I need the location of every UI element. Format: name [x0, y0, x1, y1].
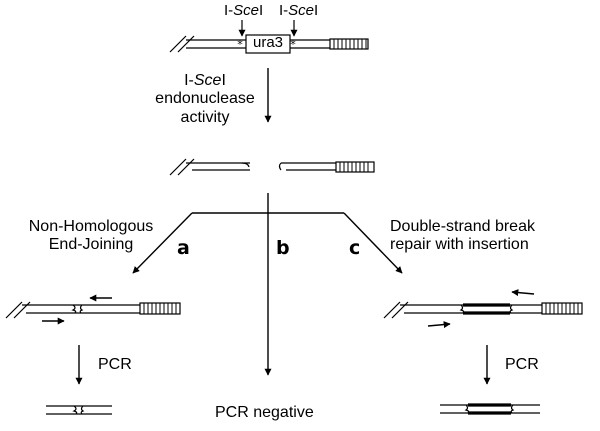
pcr-label-left: PCR	[98, 356, 132, 373]
ura3-box	[245, 34, 291, 54]
endonuclease-line1: I-SceI	[184, 72, 226, 89]
break-slash-1	[169, 35, 187, 53]
branch-b-letter: b	[276, 237, 290, 259]
branch-a-label: Non-Homologous End-Joining	[16, 218, 166, 255]
gene-label: ura3	[252, 34, 284, 51]
pcr-label-right: PCR	[505, 356, 539, 373]
site-star-right: *	[290, 38, 296, 51]
branch-lines	[132, 193, 403, 376]
branch-c-line1: Double-strand break	[390, 218, 535, 235]
endonuclease-line3: activity	[180, 108, 230, 126]
isce1-label-right: I-SceI	[279, 2, 319, 19]
pcr-product-right	[440, 403, 540, 415]
cut-construct	[169, 158, 375, 176]
pcr-product-left	[46, 405, 112, 415]
break-slash-2	[177, 35, 195, 53]
branch-a-line2: End-Joining	[48, 236, 134, 254]
endonuclease-line2: endonuclease	[155, 90, 255, 108]
top-construct	[169, 20, 369, 54]
branch-c-label: Double-strand break repair with insertio…	[390, 218, 535, 255]
branch-c-line2: repair with insertion	[390, 236, 529, 254]
primer-reverse-right	[511, 289, 535, 297]
site-star-left: *	[237, 38, 243, 51]
primer-forward-right	[427, 321, 451, 329]
insertion-product	[383, 301, 583, 319]
branch-c-letter: c	[349, 237, 361, 259]
branch-a-letter: a	[177, 237, 190, 259]
branch-a-arrow	[132, 212, 193, 274]
hatched-block	[329, 38, 369, 50]
nhej-product	[5, 301, 181, 319]
branch-a-line1: Non-Homologous	[28, 218, 154, 235]
pcr-negative-label: PCR negative	[215, 404, 314, 421]
branch-c-arrow	[343, 212, 403, 274]
isce1-label-left: I-SceI	[224, 2, 264, 19]
endonuclease-label: I-SceI endonuclease activity	[150, 72, 260, 127]
